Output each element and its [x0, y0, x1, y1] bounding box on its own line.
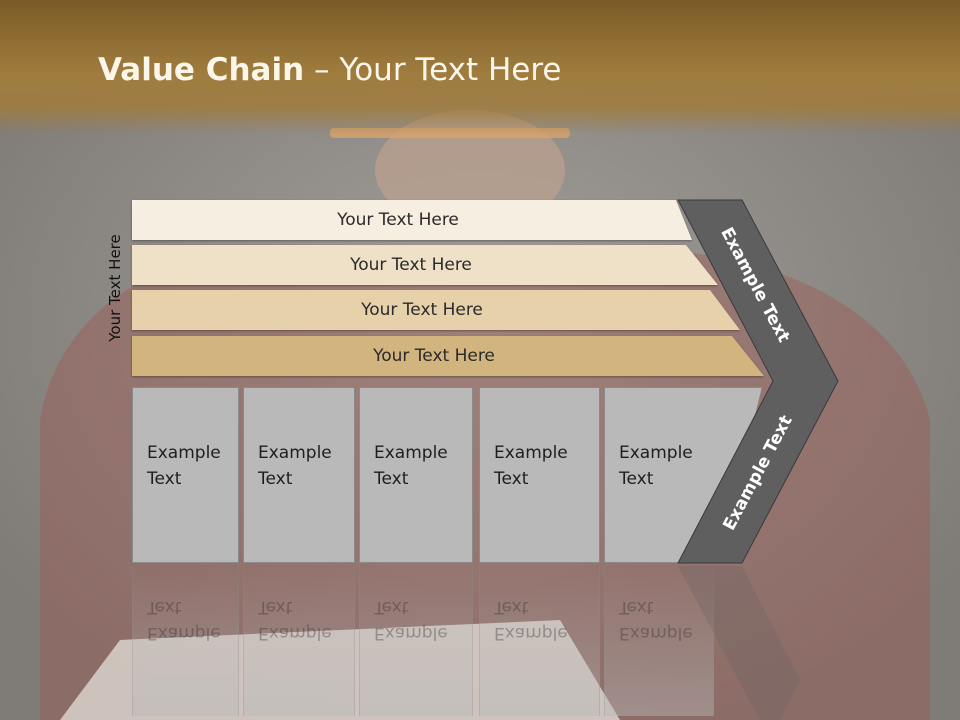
- row-1-label: Your Text Here: [132, 200, 692, 240]
- row-2: Your Text Here: [132, 245, 718, 285]
- row-4-label: Your Text Here: [132, 336, 764, 376]
- title-rest: – Your Text Here: [304, 52, 562, 88]
- row-3: Your Text Here: [132, 290, 740, 330]
- row-3-label: Your Text Here: [132, 290, 740, 330]
- slide-title: Value Chain – Your Text Here: [98, 52, 561, 88]
- row-2-label: Your Text Here: [132, 245, 718, 285]
- header-band: [0, 0, 960, 135]
- row-4: Your Text Here: [132, 336, 764, 376]
- row-1: Your Text Here: [132, 200, 692, 240]
- title-bold: Value Chain: [98, 52, 305, 88]
